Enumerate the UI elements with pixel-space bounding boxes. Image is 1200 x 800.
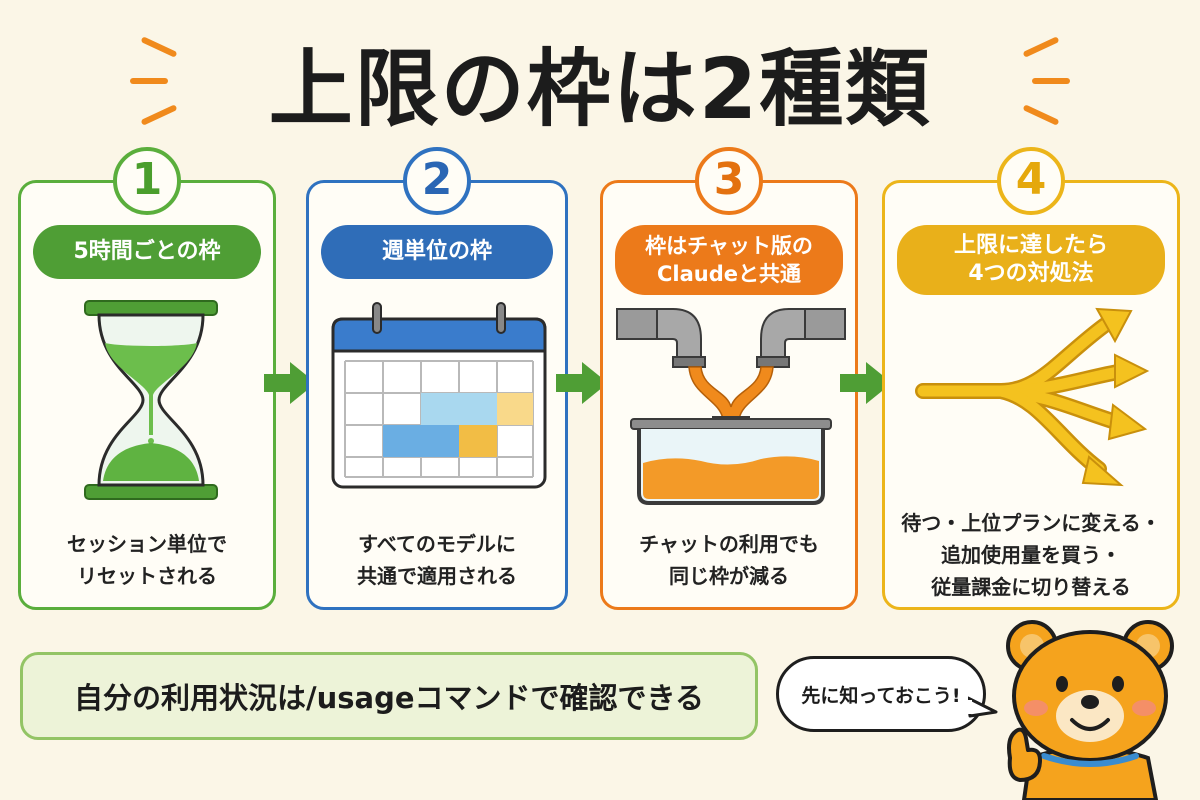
calendar-icon: [331, 302, 547, 489]
card-caption: 待つ・上位プランに変える・ 追加使用量を買う・ 従量課金に切り替える: [901, 511, 1161, 599]
card-five-hour-limit: 1 5時間ごとの枠 セッション単位で リセットされる: [18, 147, 276, 610]
step-number-4: 4: [997, 147, 1065, 215]
bear-mascot-icon: [1006, 620, 1174, 800]
speech-bubble-text: 先に知っておこう!: [801, 684, 961, 707]
step-number-1: 1: [113, 147, 181, 215]
speech-bubble-tail-icon: [968, 696, 998, 718]
card-heading: 枠はチャット版の Claudeと共通: [615, 225, 843, 295]
card-weekly-limit: 2 週単位の枠 すべてのモデルに 共通で適用される: [306, 147, 568, 610]
page-title: 上限の枠は2種類: [268, 40, 932, 138]
arrow-right-icon: [840, 362, 892, 404]
card-shared-with-chat: 3 枠はチャット版の Claudeと共通 チャットの利用でも 同じ枠が減る: [600, 147, 858, 610]
card-heading: 5時間ごとの枠: [33, 225, 261, 279]
arrow-right-icon: [264, 362, 316, 404]
usage-command-note: 自分の利用状況は/usageコマンドで確認できる: [20, 652, 758, 740]
card-caption: すべてのモデルに 共通で適用される: [357, 532, 517, 588]
hourglass-icon: [84, 300, 218, 500]
step-number-3: 3: [695, 147, 763, 215]
speech-bubble: 先に知っておこう!: [776, 656, 986, 732]
branching-arrows-icon: [915, 307, 1150, 487]
card-heading: 上限に達したら 4つの対処法: [897, 225, 1165, 295]
card-four-options: 4 上限に達したら 4つの対処法 待つ・上位プランに変える・ 追加使用量を買う・: [882, 147, 1180, 610]
shared-pipes-tank-icon: [616, 308, 846, 505]
card-caption: セッション単位で リセットされる: [67, 532, 227, 588]
step-number-2: 2: [403, 147, 471, 215]
card-caption: チャットの利用でも 同じ枠が減る: [639, 532, 819, 588]
card-heading: 週単位の枠: [321, 225, 553, 279]
arrow-right-icon: [556, 362, 608, 404]
